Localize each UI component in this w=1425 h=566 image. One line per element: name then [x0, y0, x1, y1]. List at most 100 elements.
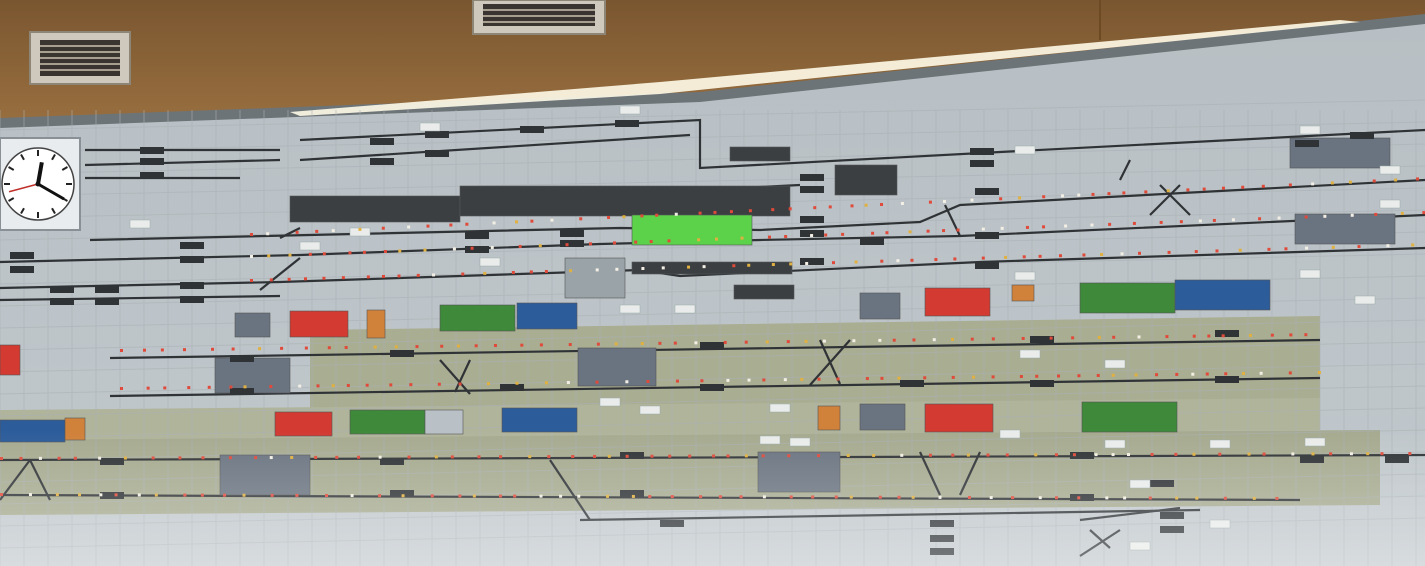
signal-lamp: [515, 381, 519, 385]
signal-lamp: [1411, 243, 1415, 247]
signal-lamp: [1108, 222, 1112, 226]
track-label-plate: [800, 258, 824, 265]
signal-lamp: [1000, 226, 1004, 230]
signal-lamp: [813, 206, 817, 210]
signal-lamp: [714, 237, 718, 241]
signal-lamp: [850, 204, 854, 208]
signal-lamp: [786, 340, 790, 344]
track-label-plate: [1215, 376, 1239, 383]
label-tag: [299, 241, 321, 251]
signal-lamp: [394, 345, 398, 349]
label-tag: [769, 403, 791, 413]
label-tag: [619, 304, 641, 314]
signal-lamp: [1096, 373, 1100, 377]
light-strip: [290, 20, 1360, 116]
signal-lamp: [951, 375, 955, 379]
signal-lamp: [315, 229, 319, 233]
slate-block: [234, 312, 271, 338]
signal-lamp: [160, 348, 164, 352]
signal-lamp: [1155, 373, 1159, 377]
label-tag: [1379, 199, 1401, 209]
panel-top-edge: [0, 14, 1425, 128]
signal-lamp: [880, 376, 884, 380]
slate-block: [859, 292, 901, 320]
dark-block: [729, 146, 791, 162]
signal-lamp: [942, 229, 946, 233]
signal-lamp: [713, 210, 717, 214]
signal-lamp: [432, 273, 436, 277]
track-label-plate: [230, 388, 254, 395]
signal-lamp: [456, 344, 460, 348]
signal-lamp: [397, 274, 401, 278]
track-label-plate: [10, 252, 34, 259]
track-label-plate: [180, 296, 204, 303]
signal-lamp: [595, 268, 599, 272]
signal-lamp: [822, 339, 826, 343]
signal-lamp: [910, 258, 914, 262]
signal-lamp: [646, 379, 650, 383]
signal-lamp: [1221, 186, 1225, 190]
label-tag: [479, 257, 501, 267]
signal-lamp: [304, 277, 308, 281]
track-label-plate: [425, 150, 449, 157]
signal-lamp: [389, 383, 393, 387]
signal-lamp: [1288, 183, 1292, 187]
signal-lamp: [1120, 252, 1124, 256]
label-tag: [639, 405, 661, 415]
signal-lamp: [1248, 333, 1252, 337]
signal-lamp: [327, 346, 331, 350]
orange-block: [817, 405, 841, 431]
signal-lamp: [544, 381, 548, 385]
signal-lamp: [304, 346, 308, 350]
signal-lamp: [667, 239, 671, 243]
signal-lamp: [900, 201, 904, 205]
signal-lamp: [1348, 180, 1352, 184]
signal-lamp: [1018, 196, 1022, 200]
signal-lamp: [1394, 178, 1398, 182]
signal-lamp: [520, 343, 524, 347]
track-label-plate: [975, 262, 999, 269]
signal-lamp: [748, 209, 752, 213]
signal-lamp: [1289, 333, 1293, 337]
signal-lamp: [932, 338, 936, 342]
signal-lamp: [824, 233, 828, 237]
track-label-plate: [425, 131, 449, 138]
track-segment: [1149, 184, 1181, 216]
signal-lamp: [1202, 187, 1206, 191]
signal-lamp: [1192, 334, 1196, 338]
signal-lamp: [698, 211, 702, 215]
signal-lamp: [908, 230, 912, 234]
red-block: [924, 287, 991, 317]
signal-lamp: [1057, 374, 1061, 378]
signal-lamp: [1224, 372, 1228, 376]
signal-lamp: [423, 248, 427, 252]
signal-lamp: [1107, 192, 1111, 196]
slate-block: [859, 403, 906, 431]
signal-lamp: [596, 342, 600, 346]
signal-lamp: [250, 255, 253, 258]
signal-lamp: [1091, 192, 1095, 196]
track-label-plate: [970, 160, 994, 167]
signal-lamp: [250, 279, 253, 282]
track-label-plate: [390, 350, 414, 357]
signal-lamp: [1357, 245, 1361, 249]
signal-lamp: [953, 257, 957, 261]
signal-lamp: [415, 345, 419, 349]
signal-lamp: [747, 378, 751, 382]
signal-lamp: [288, 253, 292, 257]
track-segment: [1159, 184, 1191, 216]
track-label-plate: [800, 174, 824, 181]
signal-lamp: [539, 343, 543, 347]
slate-block: [1294, 213, 1396, 245]
signal-lamp: [266, 232, 270, 236]
signal-lamp: [726, 378, 730, 382]
signal-lamp: [1330, 181, 1334, 185]
signal-lamp: [767, 235, 771, 239]
signal-lamp: [231, 347, 235, 351]
signal-lamp: [383, 249, 387, 253]
signal-lamp: [322, 252, 326, 256]
signal-lamp: [120, 349, 123, 352]
track-label-plate: [370, 138, 394, 145]
signal-lamp: [269, 278, 273, 282]
